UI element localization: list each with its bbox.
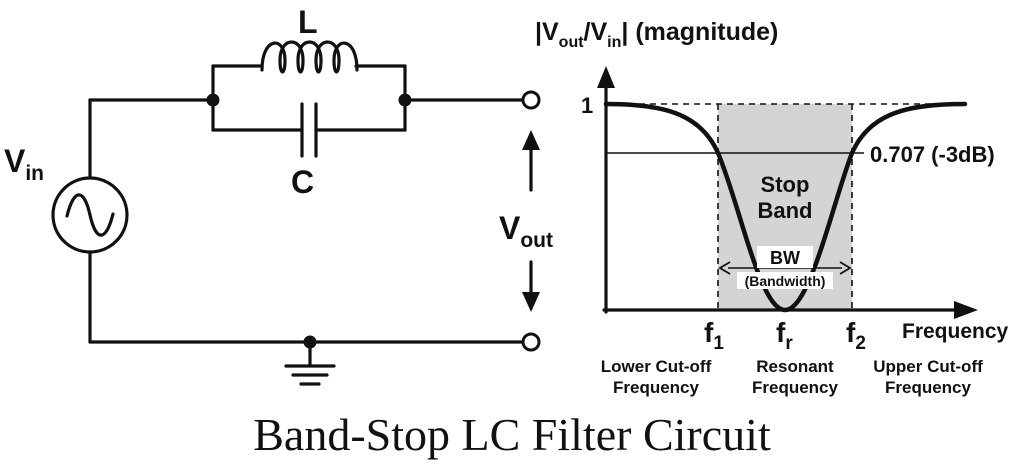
inductor-coil <box>260 40 359 74</box>
bandwidth-label: (Bandwidth) <box>745 273 826 289</box>
y-tick-1: 1 <box>581 93 593 118</box>
response-curve <box>603 101 968 313</box>
figure-title: Band-Stop LC Filter Circuit <box>253 409 771 460</box>
inductor-label: L <box>298 4 318 40</box>
vin-label: Vin <box>4 143 44 185</box>
frequency-response-graph: |Vout/Vin| (magnitude) 1 0.707 (-3dB) St… <box>535 18 1009 397</box>
vout-down-arrow <box>522 260 540 312</box>
f1-tick-label: f1 <box>704 317 724 354</box>
stop-band-label-line2: Band <box>758 198 813 223</box>
bandwidth-label-background <box>737 272 833 289</box>
ac-source-icon <box>51 176 129 254</box>
x-axis-label: Frequency <box>902 320 1009 343</box>
vout-label: Vout <box>499 210 553 252</box>
output-terminal-bottom <box>521 332 541 352</box>
fr-tick-label: fr <box>776 317 793 354</box>
ground-icon <box>284 340 336 386</box>
f2-description-line1: Upper Cut-off <box>873 357 983 376</box>
y-axis-arrowhead <box>597 66 615 88</box>
vout-up-arrow <box>522 130 540 192</box>
circuit-diagram: Vin L C Vout <box>4 4 553 386</box>
f1-description-line1: Lower Cut-off <box>601 357 712 376</box>
fr-description-line1: Resonant <box>756 357 834 376</box>
junction-left-dot <box>206 93 220 107</box>
bw-label-background <box>757 246 813 268</box>
f1-description-line2: Frequency <box>613 378 700 397</box>
cutoff-707-label: 0.707 (-3dB) <box>870 142 995 167</box>
output-terminal-top <box>521 90 541 110</box>
f2-description-line2: Frequency <box>885 378 972 397</box>
capacitor-label: C <box>291 164 314 200</box>
bw-label: BW <box>770 248 800 268</box>
x-axis-arrowhead <box>954 301 978 319</box>
junction-right-dot <box>398 93 412 107</box>
fr-description-line2: Frequency <box>752 378 839 397</box>
y-axis-title: |Vout/Vin| (magnitude) <box>535 18 778 51</box>
stop-band-label-line1: Stop <box>761 172 810 197</box>
f2-tick-label: f2 <box>846 317 866 354</box>
